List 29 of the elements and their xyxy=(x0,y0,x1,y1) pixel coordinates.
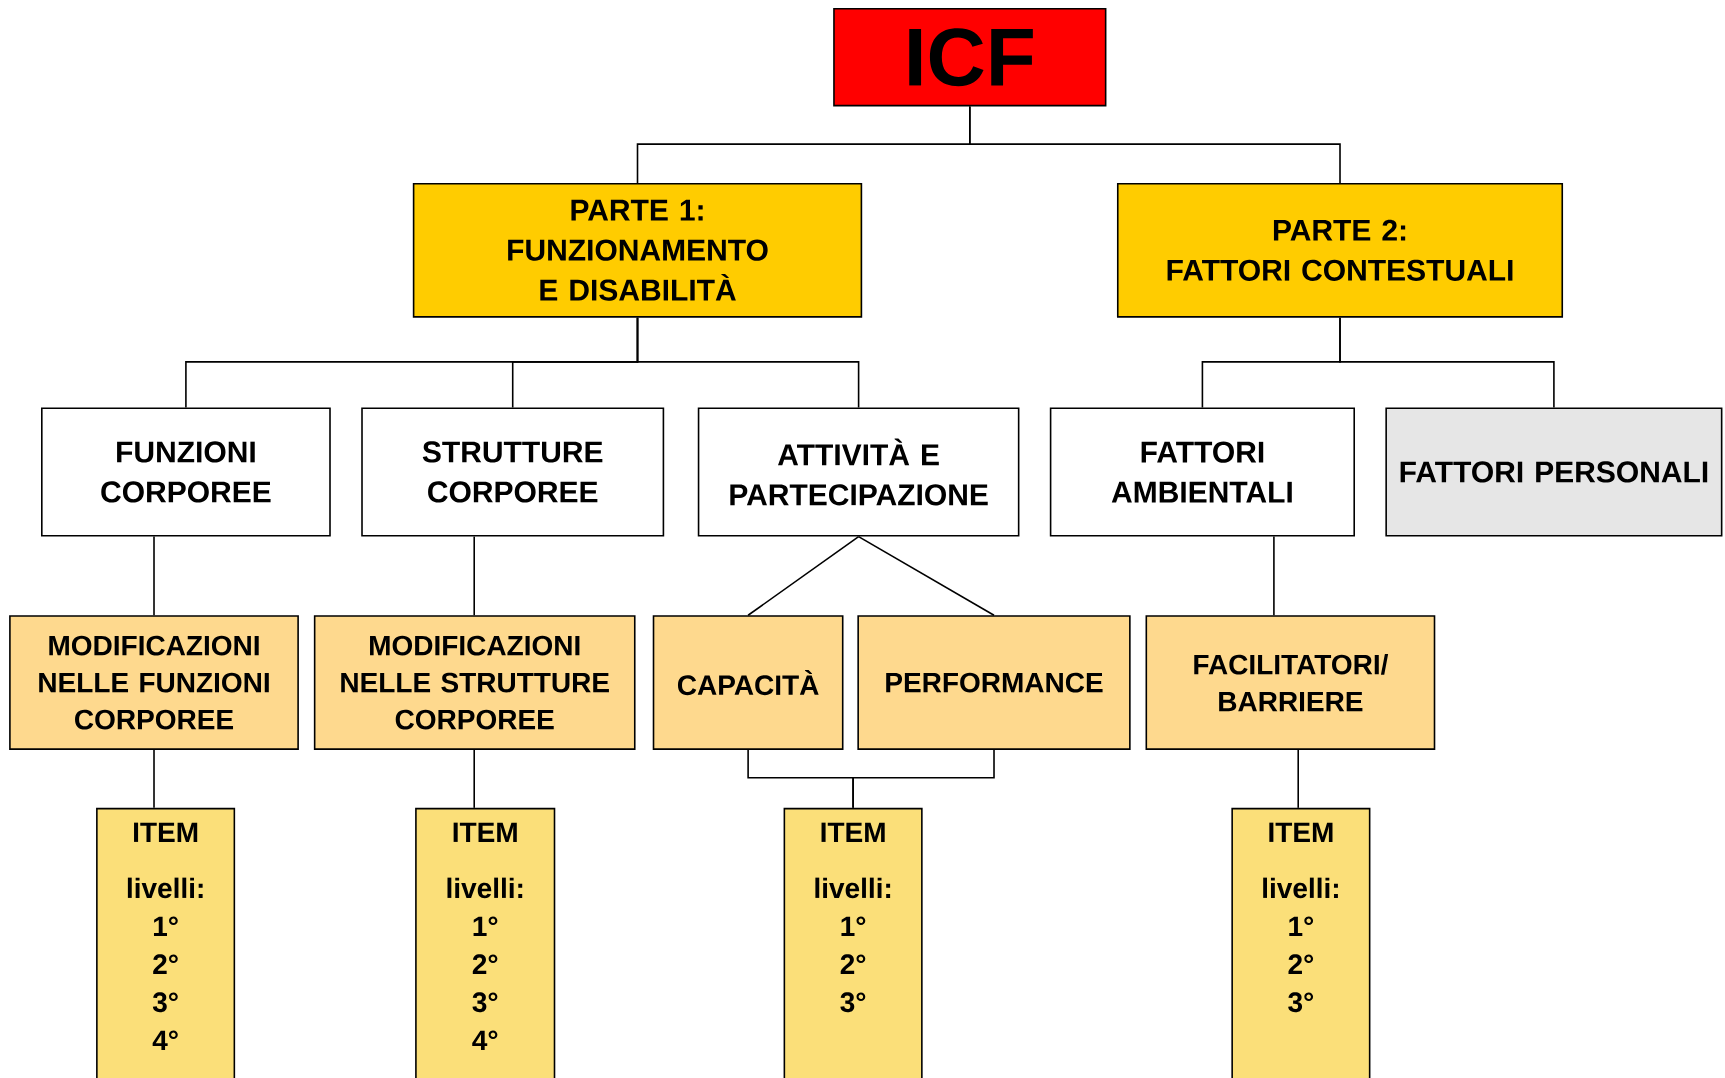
connector-line xyxy=(1297,749,1299,809)
item-box: ITEM livelli: 1° 2° 3° xyxy=(783,807,923,1078)
connector-line xyxy=(857,535,995,617)
component-box: FATTORI PERSONALI xyxy=(1385,407,1723,537)
connector-line xyxy=(852,749,995,809)
connector-line xyxy=(1339,316,1555,409)
connector-line xyxy=(473,749,475,809)
construct-box: MODIFICAZIONI NELLE FUNZIONI CORPOREE xyxy=(9,615,299,750)
construct-box: FACILITATORI/ BARRIERE xyxy=(1145,615,1436,750)
construct-box: PERFORMANCE xyxy=(857,615,1131,750)
component-box: STRUTTURE CORPOREE xyxy=(361,407,665,537)
item-box: ITEM livelli: 1° 2° 3° 4° xyxy=(96,807,236,1078)
connector-line xyxy=(747,535,860,617)
title-box: ICF xyxy=(833,8,1107,107)
connector-line xyxy=(473,535,475,617)
connector-line xyxy=(153,749,155,809)
component-box: ATTIVITÀ E PARTECIPAZIONE xyxy=(697,407,1020,537)
construct-box: CAPACITÀ xyxy=(652,615,844,750)
component-box: FUNZIONI CORPOREE xyxy=(41,407,331,537)
connector-line xyxy=(1273,535,1275,617)
construct-box: MODIFICAZIONI NELLE STRUTTURE CORPOREE xyxy=(313,615,636,750)
part-box: PARTE 2: FATTORI CONTESTUALI xyxy=(1116,182,1564,318)
connector-line xyxy=(636,316,860,409)
component-box: FATTORI AMBIENTALI xyxy=(1049,407,1355,537)
part-box: PARTE 1: FUNZIONAMENTO E DISABILITÀ xyxy=(412,182,863,318)
item-box: ITEM livelli: 1° 2° 3° 4° xyxy=(415,807,556,1078)
connector-line xyxy=(969,105,1341,184)
item-box: ITEM livelli: 1° 2° 3° xyxy=(1231,807,1371,1078)
connector-line xyxy=(153,535,155,617)
